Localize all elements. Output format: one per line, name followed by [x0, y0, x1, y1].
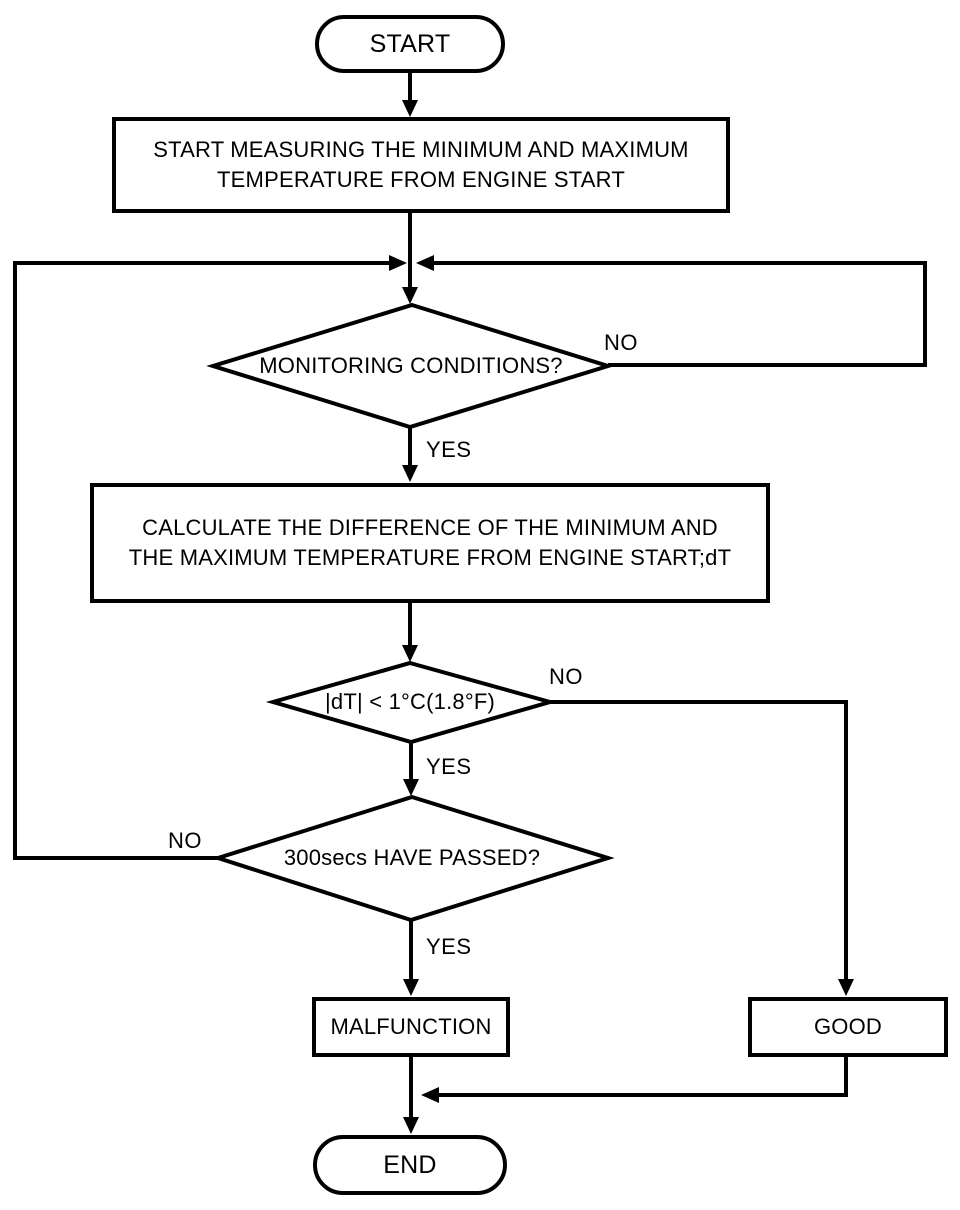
arrowhead-into-measure [402, 100, 418, 117]
calculate-line2: THE MAXIMUM TEMPERATURE FROM ENGINE STAR… [128, 545, 732, 570]
dt-check-decision-label: |dT| < 1°C(1.8°F) [325, 689, 495, 714]
good-label: GOOD [813, 1014, 883, 1040]
dt-no-label: NO [549, 664, 583, 689]
timer-decision-label: 300secs HAVE PASSED? [283, 845, 541, 870]
decision-dtcheck-shape [265, 660, 558, 745]
monitoring-yes-label: YES [426, 437, 472, 462]
arrowhead-left-loop-junction [389, 255, 407, 271]
arrowhead-into-malfunction [403, 979, 419, 996]
edge-monitoring-no-loop [433, 261, 927, 367]
timer-yes-label: YES [426, 934, 472, 959]
malfunction-process-box: MALFUNCTION [312, 997, 510, 1057]
decision-timer-shape [211, 794, 615, 923]
malfunction-label: MALFUNCTION [330, 1014, 492, 1040]
measure-line2: TEMPERATURE FROM ENGINE START [217, 167, 625, 192]
arrowhead-into-dtcheck [402, 645, 418, 662]
edge-dt-no-good [547, 700, 848, 980]
monitoring-no-label: NO [604, 330, 638, 355]
end-terminator: END [313, 1135, 507, 1195]
calculate-process-box: CALCULATE THE DIFFERENCE OF THE MINIMUM … [90, 483, 770, 603]
arrowhead-into-monitoring [402, 287, 418, 304]
arrowhead-into-end [403, 1117, 419, 1134]
dt-yes-label: YES [426, 754, 472, 779]
monitoring-decision-label: MONITORING CONDITIONS? [259, 353, 563, 378]
start-label: START [369, 30, 451, 58]
timer-no-label: NO [168, 828, 202, 853]
arrowhead-into-good [838, 979, 854, 996]
arrowhead-good-join [421, 1087, 439, 1103]
start-terminator: START [315, 15, 505, 73]
arrowhead-right-loop-junction [416, 255, 434, 271]
good-process-box: GOOD [748, 997, 948, 1057]
edge-timer-no-loop [13, 261, 390, 860]
measure-process-box: START MEASURING THE MINIMUM AND MAXIMUM … [112, 117, 730, 213]
calculate-line1: CALCULATE THE DIFFERENCE OF THE MINIMUM … [142, 515, 718, 541]
edge-good-join [438, 1057, 848, 1097]
measure-line1: START MEASURING THE MINIMUM AND MAXIMUM [153, 137, 689, 163]
decision-monitoring-shape [206, 302, 615, 430]
arrowhead-into-calculate [402, 465, 418, 482]
end-label: END [383, 1151, 437, 1179]
arrowhead-into-timer [403, 779, 419, 796]
